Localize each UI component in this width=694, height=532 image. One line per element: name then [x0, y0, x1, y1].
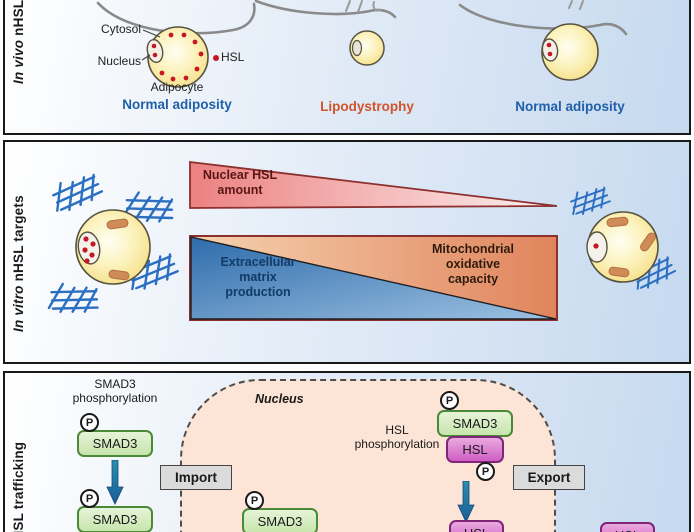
cell-low-nhsl	[568, 186, 679, 292]
panel-in-vivo: In vivonHSL Cytosol Nucleus Adipocyte HS…	[3, 0, 691, 135]
smad3-box-complex: SMAD3	[437, 410, 513, 437]
export-label-box: Export	[513, 465, 585, 490]
panel-trafficking: nHSL trafficking SMAD3 phosphorylation N…	[3, 371, 691, 532]
import-label-box: Import	[160, 465, 232, 490]
ecm-icon	[49, 172, 106, 214]
nucleus-region-label: Nucleus	[255, 392, 304, 406]
adipocyte-nucleus	[146, 38, 164, 64]
phosphate-badge: P	[245, 491, 264, 510]
hsl-box-exporting: HSL	[449, 520, 504, 532]
cell-high-nhsl	[47, 172, 181, 319]
hsl-box-cytosol: HSL	[600, 522, 655, 532]
hsl-phosphorylation-label: HSL phosphorylation	[354, 423, 440, 451]
adipocyte-nucleus	[351, 39, 363, 57]
adipocyte-nucleus	[541, 38, 559, 62]
smad3-phosphorylation-label: SMAD3 phosphorylation	[72, 377, 158, 405]
arrow-down-icon	[106, 460, 124, 505]
ecm-icon	[47, 281, 102, 319]
adipocyte-label: Adipocyte	[150, 80, 204, 94]
gradient-nuclear-hsl	[189, 160, 558, 209]
panel-in-vitro: In vitronHSL targets Nuclear HSL amount …	[3, 140, 691, 364]
phosphate-badge: P	[80, 489, 99, 508]
ecm-production-label: Extracellular matrix production	[220, 255, 296, 299]
caption-normal-adiposity-left: Normal adiposity	[122, 97, 232, 112]
hsl-dots-cytosol	[159, 32, 204, 82]
arrow-down-icon	[457, 481, 475, 523]
adipocyte-lipodystrophy	[349, 30, 385, 66]
hsl-legend: HSL	[213, 50, 244, 64]
mitochondria-icon	[608, 266, 630, 278]
in-vitro-graphics	[47, 160, 679, 321]
leader-lines	[141, 29, 161, 61]
phosphate-badge: P	[80, 413, 99, 432]
panel2-side-label: In vitronHSL targets	[11, 195, 26, 332]
hsl-box-nucleus: HSL	[446, 436, 504, 463]
mouse-feet-icon	[345, 0, 584, 13]
panel3-side-label: nHSL trafficking	[11, 441, 26, 532]
panel1-side-label: In vivonHSL	[11, 0, 26, 84]
mitochondria-icon	[108, 269, 130, 281]
nuclear-hsl-amount-label: Nuclear HSL amount	[202, 168, 278, 197]
smad3-box-cytosol-bottom: SMAD3	[77, 506, 153, 532]
mito-capacity-label: Mitochondrial oxidative capacity	[432, 242, 514, 286]
ecm-icon	[568, 186, 613, 217]
in-vivo-graphics	[96, 0, 628, 88]
smad3-box-cytosol-top: SMAD3	[77, 430, 153, 457]
nucleus-label: Nucleus	[97, 54, 141, 68]
gradient-ecm-production	[190, 236, 557, 320]
cytosol-label: Cytosol	[100, 22, 141, 36]
hsl-dot-icon	[213, 54, 219, 61]
hsl-dot	[593, 243, 599, 249]
smad3-box-nucleus: SMAD3	[242, 508, 318, 532]
mitochondria-icon	[606, 216, 629, 228]
mitochondria-icon	[640, 232, 656, 252]
caption-lipodystrophy: Lipodystrophy	[320, 99, 414, 114]
phosphate-badge: P	[476, 462, 495, 481]
adipocyte-normal-left	[146, 26, 209, 88]
mouse-tail-icon	[96, 0, 628, 36]
mitochondria-icon	[106, 218, 129, 230]
phosphate-badge: P	[440, 391, 459, 410]
adipocyte-normal-right	[541, 23, 599, 81]
hsl-dots-nucleus	[82, 236, 96, 264]
caption-normal-adiposity-right: Normal adiposity	[515, 99, 625, 114]
